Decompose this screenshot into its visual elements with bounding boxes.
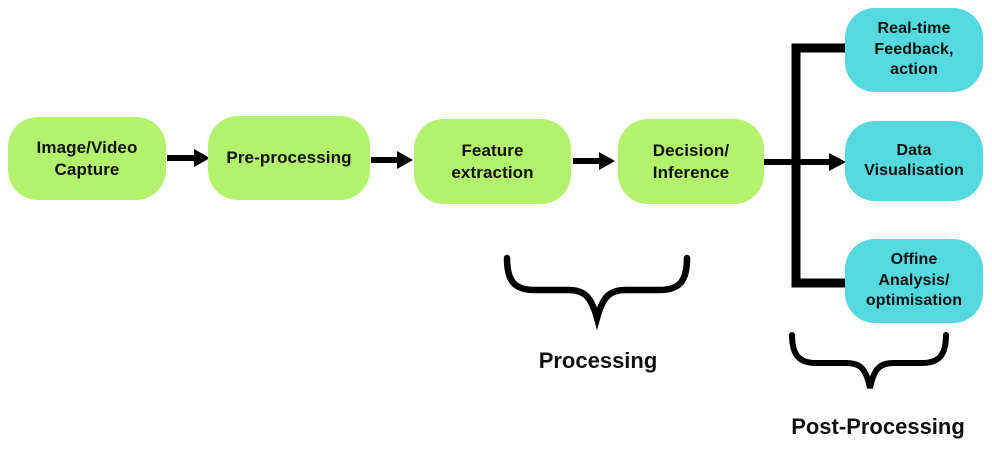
output-realtime-feedback: Real-time Feedback, action (845, 8, 983, 92)
stage-feature-extraction: Feature extraction (414, 119, 571, 204)
stage-image-video-capture: Image/Video Capture (8, 117, 166, 200)
trunk-connector (791, 43, 846, 288)
flow-arrow-preprocessing-to-feature (371, 151, 413, 169)
flow-arrow-feature-to-decision (573, 152, 615, 170)
output-label: Offine Analysis/ optimisation (865, 251, 963, 310)
post-processing-brace (789, 332, 949, 389)
processing-brace (503, 254, 691, 331)
stage-label: Pre-processing (226, 148, 352, 168)
output-data-visualisation: Data Visualisation (845, 121, 983, 201)
stage-label: Image/Video Capture (36, 137, 138, 179)
stage-label: Feature extraction (451, 140, 534, 182)
post-processing-group-label: Post-Processing (791, 414, 965, 439)
output-label: Data Visualisation (864, 141, 964, 179)
stage-decision-inference: Decision/ Inference (618, 119, 764, 204)
output-offline-analysis: Offine Analysis/ optimisation (845, 239, 983, 323)
output-label: Real-time Feedback, action (874, 20, 954, 79)
flow-arrow-decision-to-datavis (764, 153, 846, 171)
flow-arrow-capture-to-preprocessing (167, 149, 210, 167)
stage-pre-processing: Pre-processing (208, 116, 370, 200)
stage-label: Decision/ Inference (652, 140, 730, 182)
processing-group-label: Processing (538, 348, 658, 373)
